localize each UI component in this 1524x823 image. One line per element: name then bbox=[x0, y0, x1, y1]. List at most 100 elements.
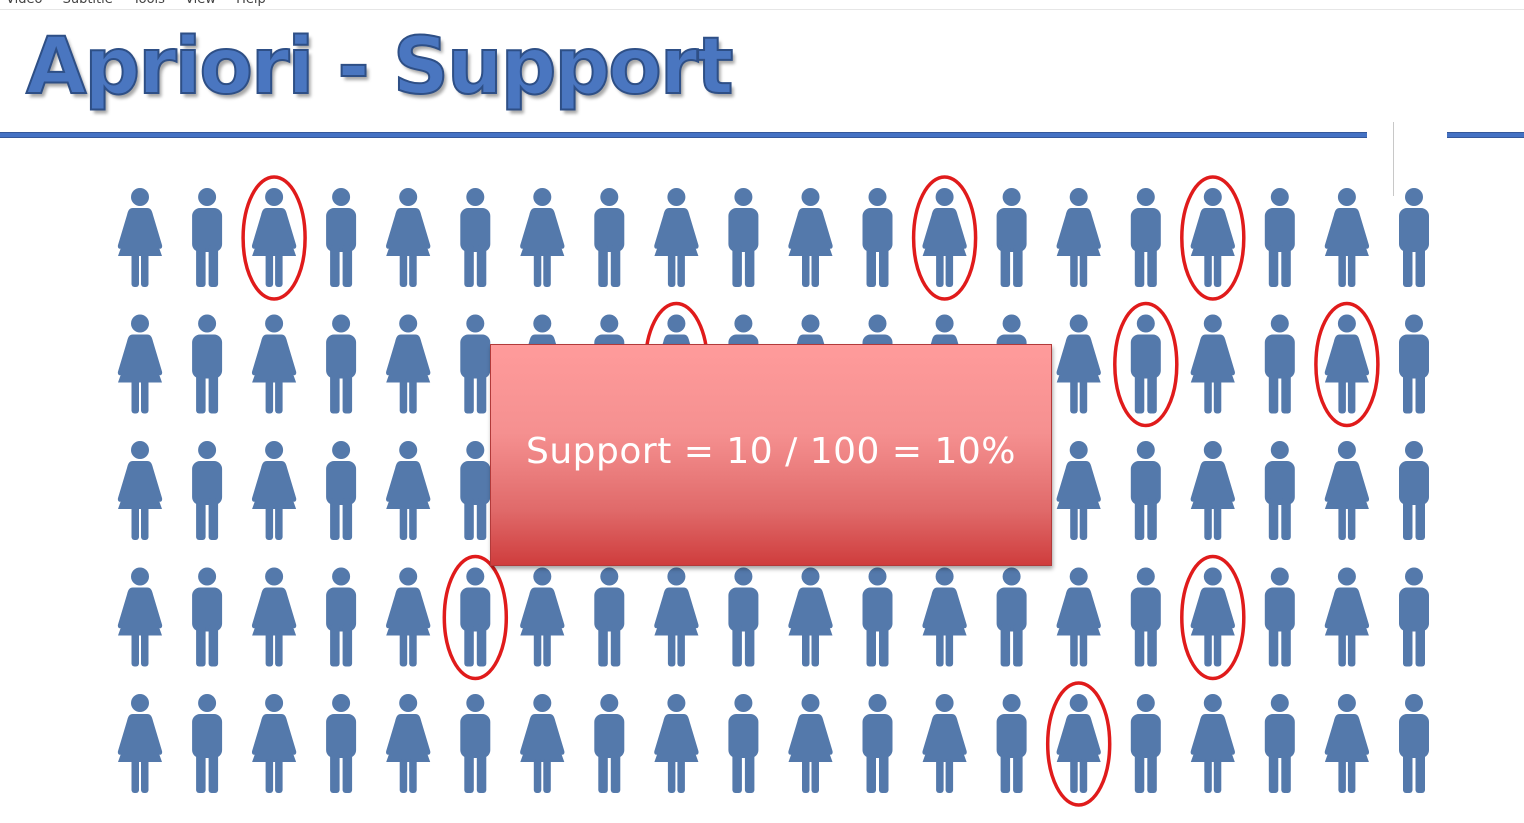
male-person-icon bbox=[192, 188, 223, 287]
male-person-icon bbox=[996, 188, 1027, 287]
male-person-icon bbox=[862, 694, 893, 793]
slide-title: Apriori - Support bbox=[25, 21, 735, 113]
menu-tools[interactable]: Tools bbox=[133, 0, 165, 9]
highlight-circle bbox=[911, 175, 978, 301]
female-person-icon bbox=[386, 567, 431, 667]
female-person-icon bbox=[117, 694, 163, 793]
male-person-icon bbox=[1130, 314, 1161, 414]
male-person-icon bbox=[460, 694, 491, 793]
male-person-icon bbox=[1399, 188, 1429, 287]
male-person-icon bbox=[1399, 441, 1429, 540]
cursor-line bbox=[1393, 122, 1394, 196]
support-callout: Support = 10 / 100 = 10% bbox=[490, 344, 1052, 566]
female-person-icon bbox=[922, 188, 967, 287]
male-person-icon bbox=[594, 694, 625, 793]
highlight-circle bbox=[1314, 301, 1380, 428]
female-person-icon bbox=[1324, 441, 1370, 540]
male-person-icon bbox=[1130, 567, 1161, 667]
female-person-icon bbox=[386, 694, 431, 793]
female-person-icon bbox=[1190, 314, 1235, 414]
highlight-circle bbox=[1045, 681, 1112, 807]
female-person-icon bbox=[520, 567, 565, 667]
male-person-icon bbox=[460, 441, 491, 540]
male-person-icon bbox=[326, 188, 357, 287]
female-person-icon bbox=[1056, 441, 1101, 540]
male-person-icon bbox=[1399, 314, 1429, 414]
male-person-icon bbox=[728, 567, 759, 667]
female-person-icon bbox=[117, 314, 163, 414]
female-person-icon bbox=[1056, 694, 1101, 793]
male-person-icon bbox=[1130, 694, 1161, 793]
male-person-icon bbox=[460, 188, 491, 287]
male-person-icon bbox=[192, 441, 223, 540]
female-person-icon bbox=[386, 314, 431, 414]
male-person-icon bbox=[594, 188, 625, 287]
female-person-icon bbox=[251, 441, 297, 540]
female-person-icon bbox=[654, 188, 699, 287]
female-person-icon bbox=[520, 694, 565, 793]
title-divider bbox=[0, 132, 1367, 138]
male-person-icon bbox=[192, 567, 223, 667]
highlight-circle bbox=[241, 175, 307, 301]
female-person-icon bbox=[251, 567, 297, 667]
female-person-icon bbox=[251, 188, 297, 287]
female-person-icon bbox=[1056, 314, 1101, 414]
support-formula: Support = 10 / 100 = 10% bbox=[526, 431, 1016, 472]
menu-view[interactable]: View bbox=[185, 0, 216, 9]
male-person-icon bbox=[862, 188, 893, 287]
male-person-icon bbox=[192, 314, 223, 414]
female-person-icon bbox=[922, 567, 967, 667]
male-person-icon bbox=[1264, 314, 1295, 414]
male-person-icon bbox=[1264, 188, 1295, 287]
female-person-icon bbox=[788, 188, 833, 287]
female-person-icon bbox=[788, 694, 833, 793]
male-person-icon bbox=[326, 314, 357, 414]
male-person-icon bbox=[1130, 188, 1161, 287]
female-person-icon bbox=[1190, 188, 1235, 287]
female-person-icon bbox=[251, 314, 297, 414]
female-person-icon bbox=[1190, 441, 1235, 540]
female-person-icon bbox=[117, 441, 163, 540]
male-person-icon bbox=[1399, 567, 1429, 667]
male-person-icon bbox=[1130, 441, 1161, 540]
female-person-icon bbox=[654, 694, 699, 793]
female-person-icon bbox=[1324, 694, 1370, 793]
male-person-icon bbox=[1399, 694, 1429, 793]
male-person-icon bbox=[460, 314, 491, 414]
menu-subtitle[interactable]: Subtitle bbox=[63, 0, 113, 9]
female-person-icon bbox=[117, 188, 163, 287]
female-person-icon bbox=[1056, 188, 1101, 287]
female-person-icon bbox=[1190, 567, 1235, 667]
male-person-icon bbox=[326, 694, 357, 793]
menu-video[interactable]: Video bbox=[6, 0, 42, 9]
female-person-icon bbox=[251, 694, 297, 793]
menu-bar: Video Subtitle Tools View Help bbox=[0, 0, 1524, 10]
female-person-icon bbox=[1324, 567, 1370, 667]
male-person-icon bbox=[996, 567, 1027, 667]
female-person-icon bbox=[117, 567, 163, 667]
female-person-icon bbox=[386, 441, 431, 540]
male-person-icon bbox=[326, 441, 357, 540]
male-person-icon bbox=[862, 567, 893, 667]
male-person-icon bbox=[326, 567, 357, 667]
female-person-icon bbox=[788, 567, 833, 667]
male-person-icon bbox=[1264, 694, 1295, 793]
male-person-icon bbox=[996, 694, 1027, 793]
highlight-circle bbox=[1113, 301, 1179, 428]
male-person-icon bbox=[728, 694, 759, 793]
male-person-icon bbox=[728, 188, 759, 287]
male-person-icon bbox=[1264, 441, 1295, 540]
title-divider-end bbox=[1447, 132, 1524, 138]
male-person-icon bbox=[192, 694, 223, 793]
female-person-icon bbox=[1190, 694, 1235, 793]
female-person-icon bbox=[1324, 188, 1370, 287]
male-person-icon bbox=[594, 567, 625, 667]
menu-help[interactable]: Help bbox=[236, 0, 266, 9]
female-person-icon bbox=[386, 188, 431, 287]
highlight-circle bbox=[442, 554, 509, 681]
highlight-circle bbox=[1180, 175, 1246, 301]
female-person-icon bbox=[1324, 314, 1370, 414]
highlight-circle bbox=[1180, 554, 1246, 681]
male-person-icon bbox=[1264, 567, 1295, 667]
male-person-icon bbox=[460, 567, 491, 667]
